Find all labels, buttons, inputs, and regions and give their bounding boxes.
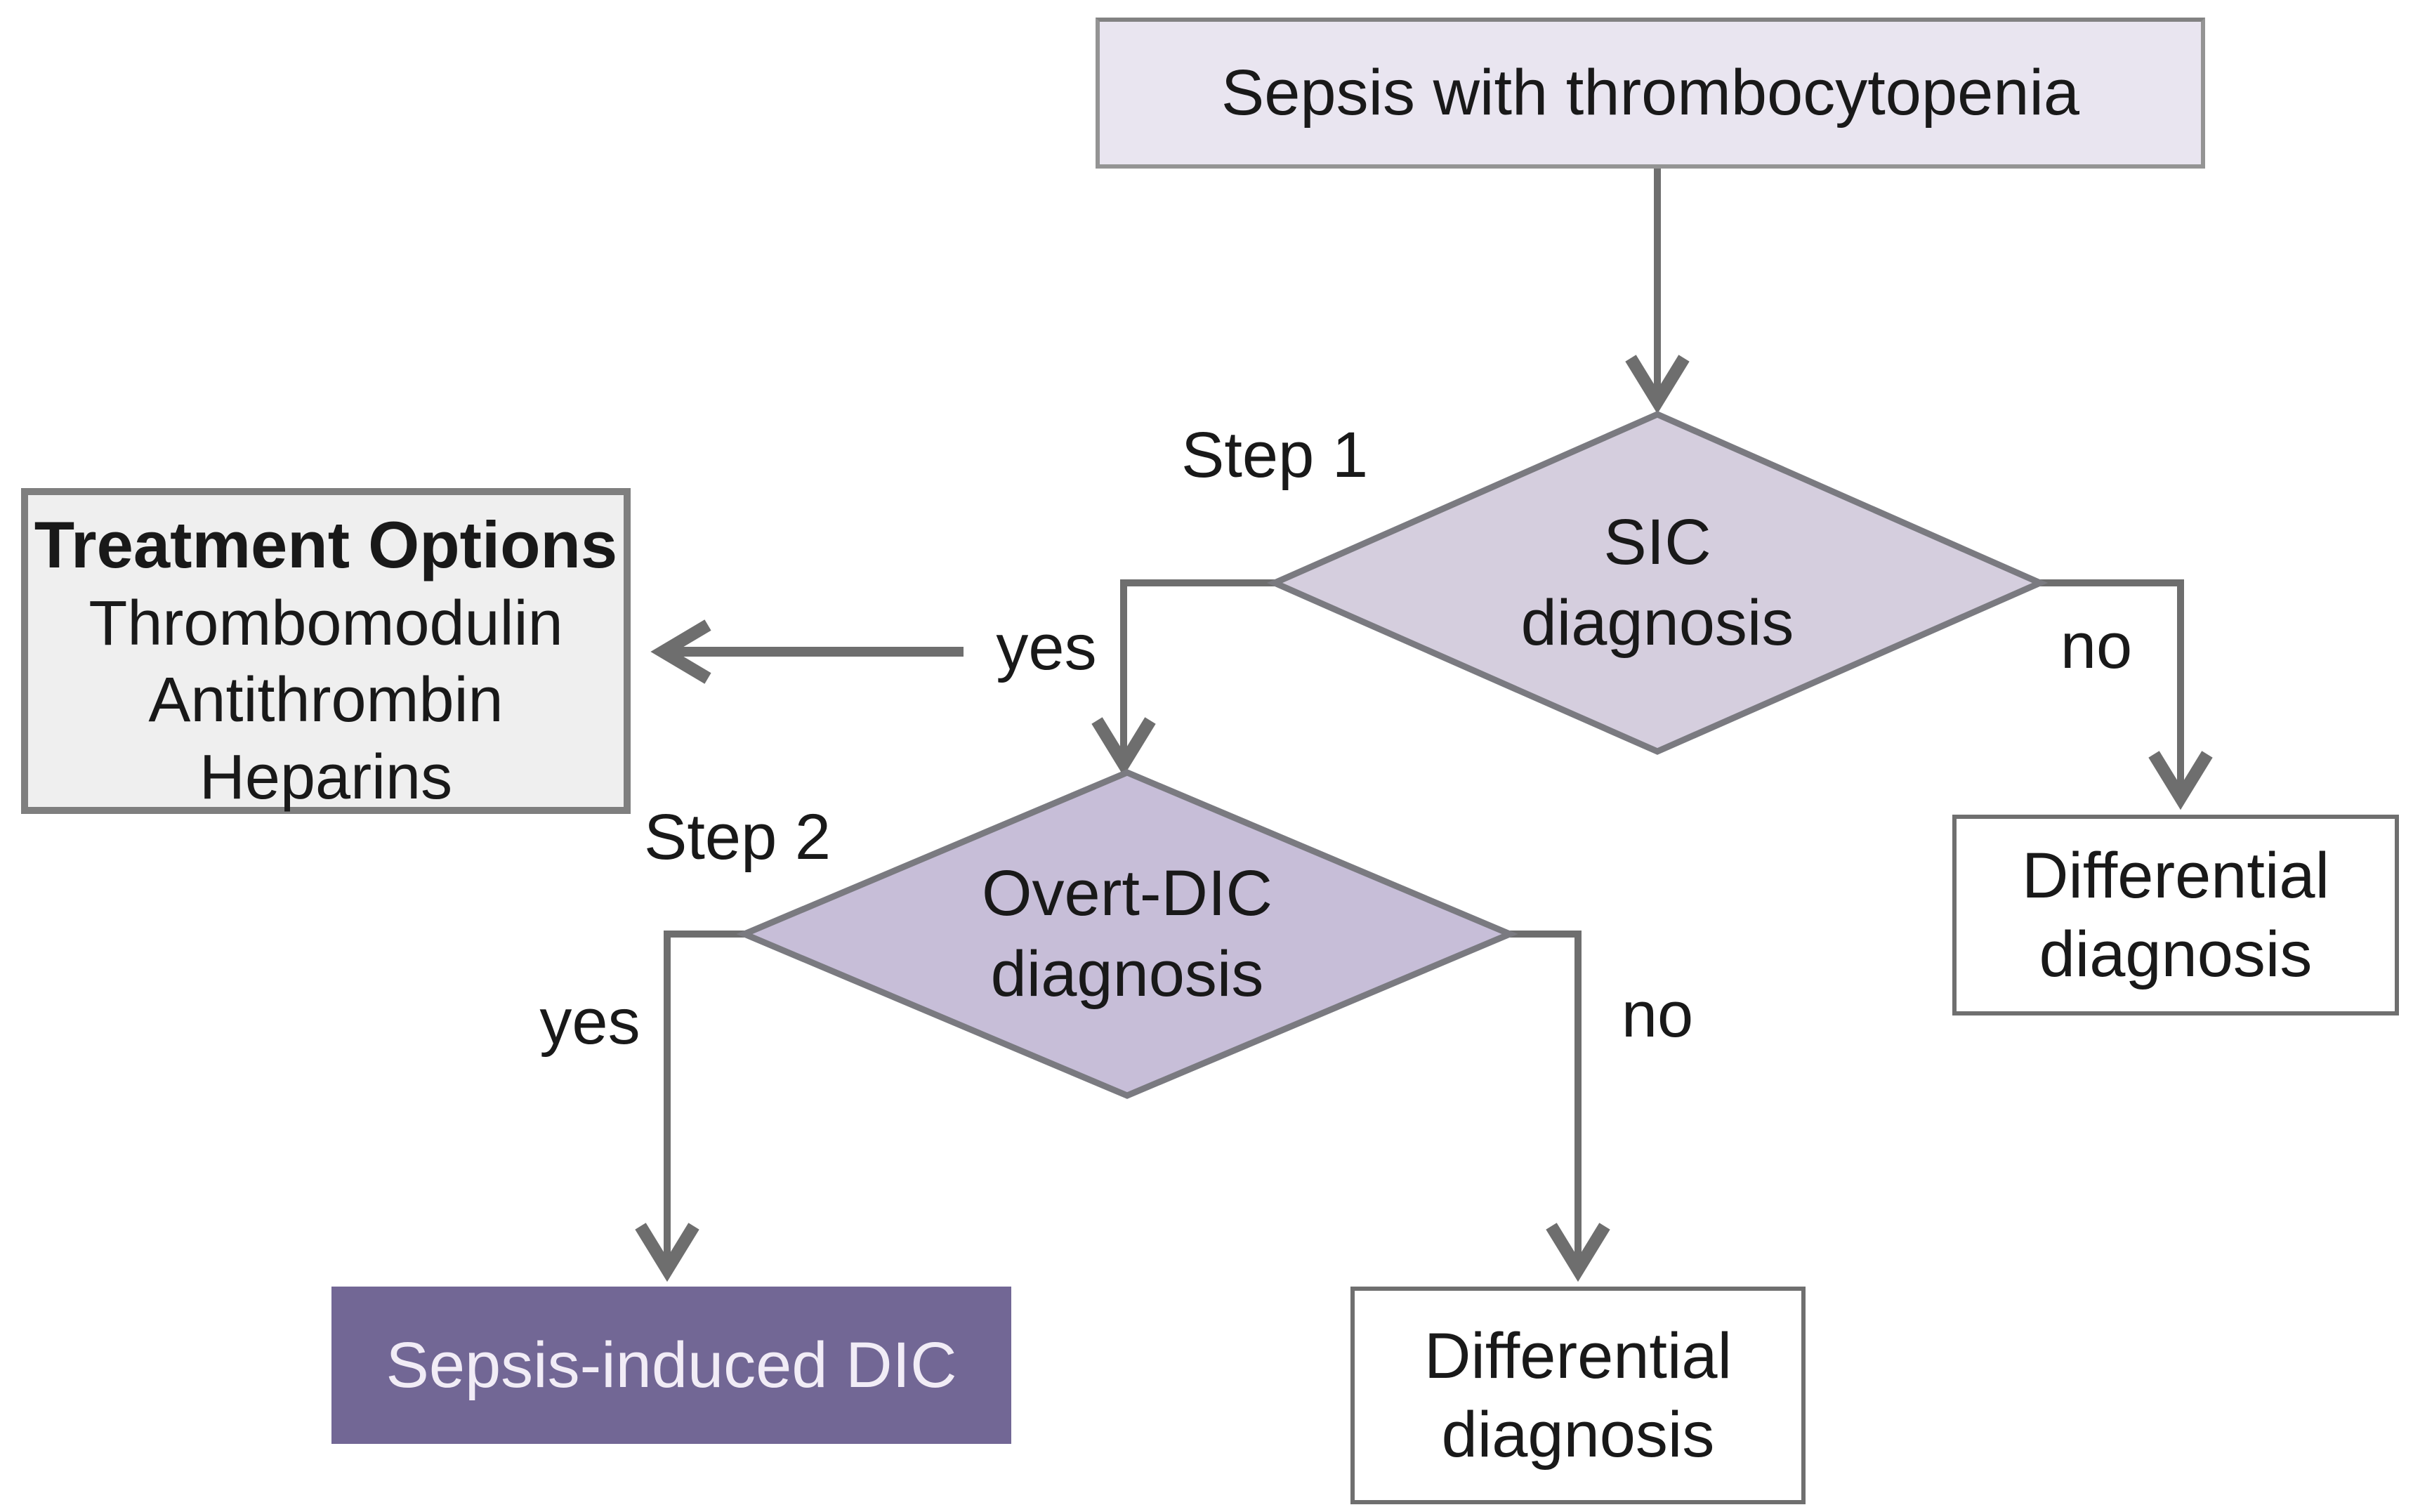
sic-yes-label: yes [996,612,1097,683]
diff-bottom-line1: Differential [1424,1320,1733,1392]
edge-sic-no-down [2040,579,2184,792]
sepsis-induced-dic-node: Sepsis-induced DIC [331,1287,1011,1444]
arrowhead-into-diff-bottom [1546,1223,1610,1282]
step2-label: Step 2 [644,801,831,873]
edge-overt-no-down [1510,931,1582,1264]
edge-sic-yes-down [1120,579,1275,758]
arrowhead-into-sic [1625,355,1690,414]
differential-diagnosis-node-right: Differential diagnosis [1952,815,2399,1015]
diff-right-line2: diagnosis [2039,919,2313,990]
arrowhead-into-treatment [650,619,711,684]
arrowhead-into-overt [1091,717,1156,777]
differential-diagnosis-node-bottom: Differential diagnosis [1350,1287,1806,1504]
start-node-sepsis-thrombocytopenia: Sepsis with thrombocytopenia [1096,18,2205,169]
treatment-options-title: Treatment Options [34,508,618,581]
diff-bottom-line2: diagnosis [1441,1399,1715,1471]
treatment-item-antithrombin: Antithrombin [148,665,504,736]
edge-overt-yes-down [664,931,744,1264]
sic-no-label: no [2060,610,2133,682]
diff-right-line1: Differential [2021,839,2330,912]
treatment-item-heparins: Heparins [199,742,453,813]
arrowhead-into-diff-right [2148,751,2213,810]
arrowhead-into-sepsis [635,1223,699,1282]
overt-no-label: no [1621,979,1694,1051]
treatment-item-thrombomodulin: Thrombomodulin [88,588,563,659]
start-node-label: Sepsis with thrombocytopenia [1221,57,2080,129]
overt-dic-decision-diamond [736,769,1518,1099]
sic-decision-diamond [1266,411,2049,755]
sepsis-induced-dic-label: Sepsis-induced DIC [386,1329,957,1401]
step1-label: Step 1 [1181,419,1368,491]
treatment-options-node: Treatment Options Thrombomodulin Antithr… [21,488,631,814]
overt-yes-label: yes [539,986,640,1058]
